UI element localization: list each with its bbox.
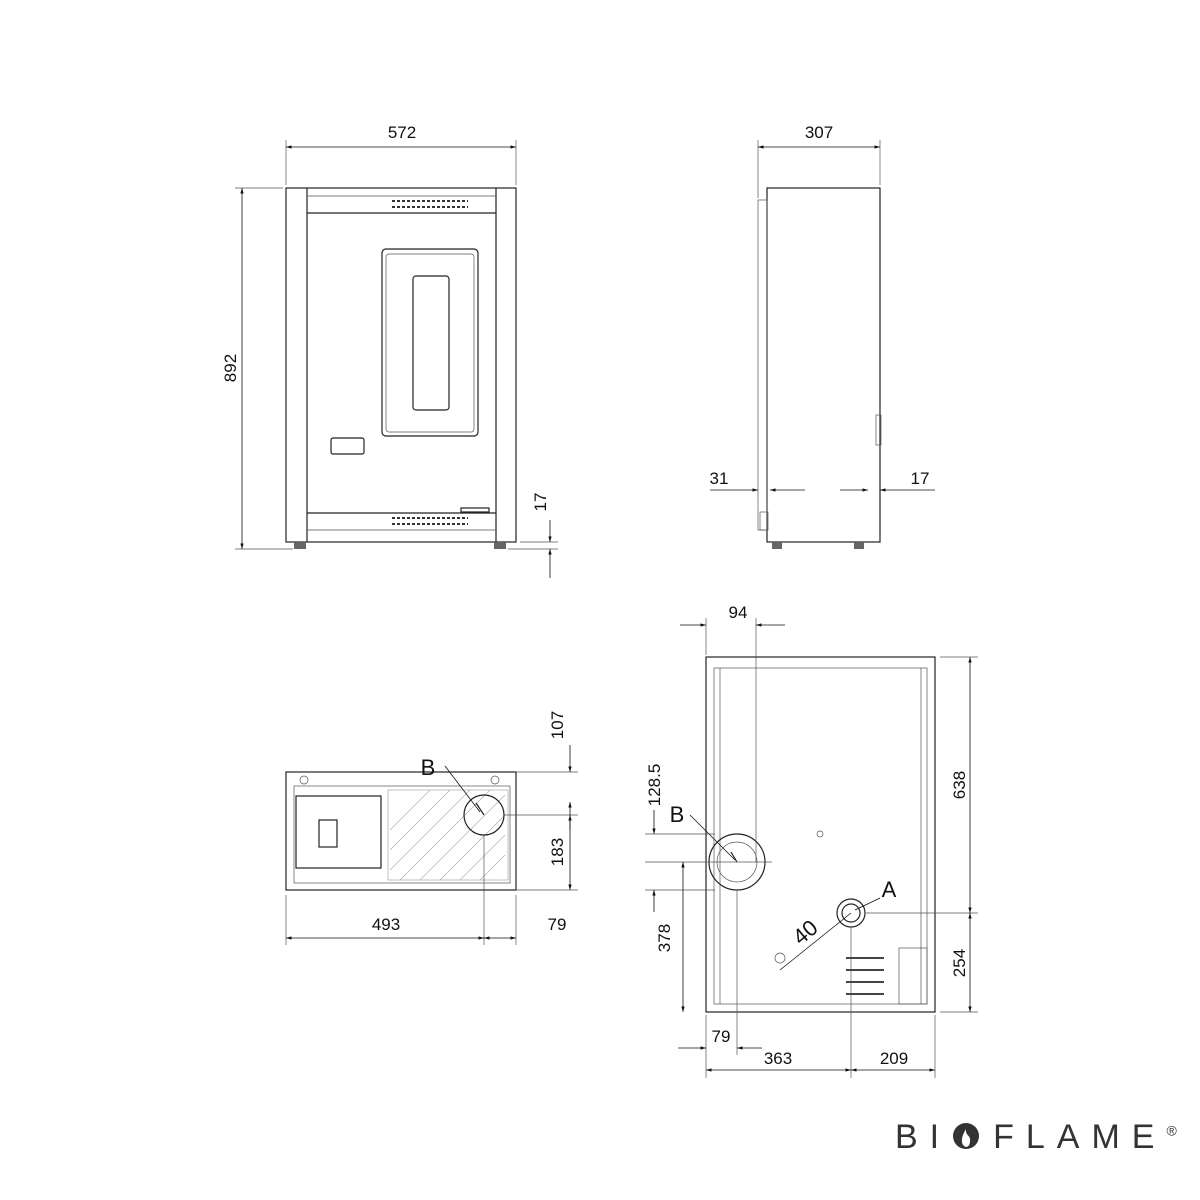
dim-foot: 17 (531, 493, 550, 512)
control-panel (330, 437, 365, 455)
dim-height: 892 (221, 354, 240, 382)
logo-text-pre: BI (895, 1118, 952, 1156)
dim-width: 572 (388, 123, 416, 142)
door-glass (412, 275, 450, 411)
dim-front-offset: 31 (710, 469, 729, 488)
rear-view: B A 40 94 128.5 378 638 254 79 363 209 (645, 603, 978, 1078)
dim-107: 107 (548, 711, 567, 739)
door-frame (381, 248, 479, 437)
dim-79: 79 (712, 1027, 731, 1046)
side-view: 307 31 17 (710, 123, 935, 549)
label-b: B (670, 802, 685, 827)
dim-254: 254 (950, 949, 969, 977)
label-b: B (421, 755, 436, 780)
dim-rear-offset: 17 (911, 469, 930, 488)
dim-638: 638 (950, 771, 969, 799)
dim-209: 209 (880, 1049, 908, 1068)
bioflame-logo: BI FLAME® (895, 1118, 1177, 1157)
logo-text-post: FLAME (993, 1118, 1167, 1156)
dim-128-5: 128.5 (645, 764, 664, 807)
vent-grille-top (392, 200, 468, 208)
front-view: 572 892 17 (221, 123, 558, 578)
dim-493: 493 (372, 915, 400, 934)
label-a: A (882, 877, 897, 902)
flame-icon (953, 1123, 980, 1149)
dim-79: 79 (548, 915, 567, 934)
dim-378: 378 (655, 924, 674, 952)
dim-363: 363 (764, 1049, 792, 1068)
dim-183: 183 (548, 838, 567, 866)
dim-94: 94 (729, 603, 748, 622)
dim-diameter-40: 40 (788, 915, 823, 950)
vent-grille-bottom (392, 517, 468, 525)
registered-mark: ® (1166, 1122, 1177, 1139)
top-view: B 107 183 493 79 (285, 711, 578, 945)
dim-depth: 307 (805, 123, 833, 142)
